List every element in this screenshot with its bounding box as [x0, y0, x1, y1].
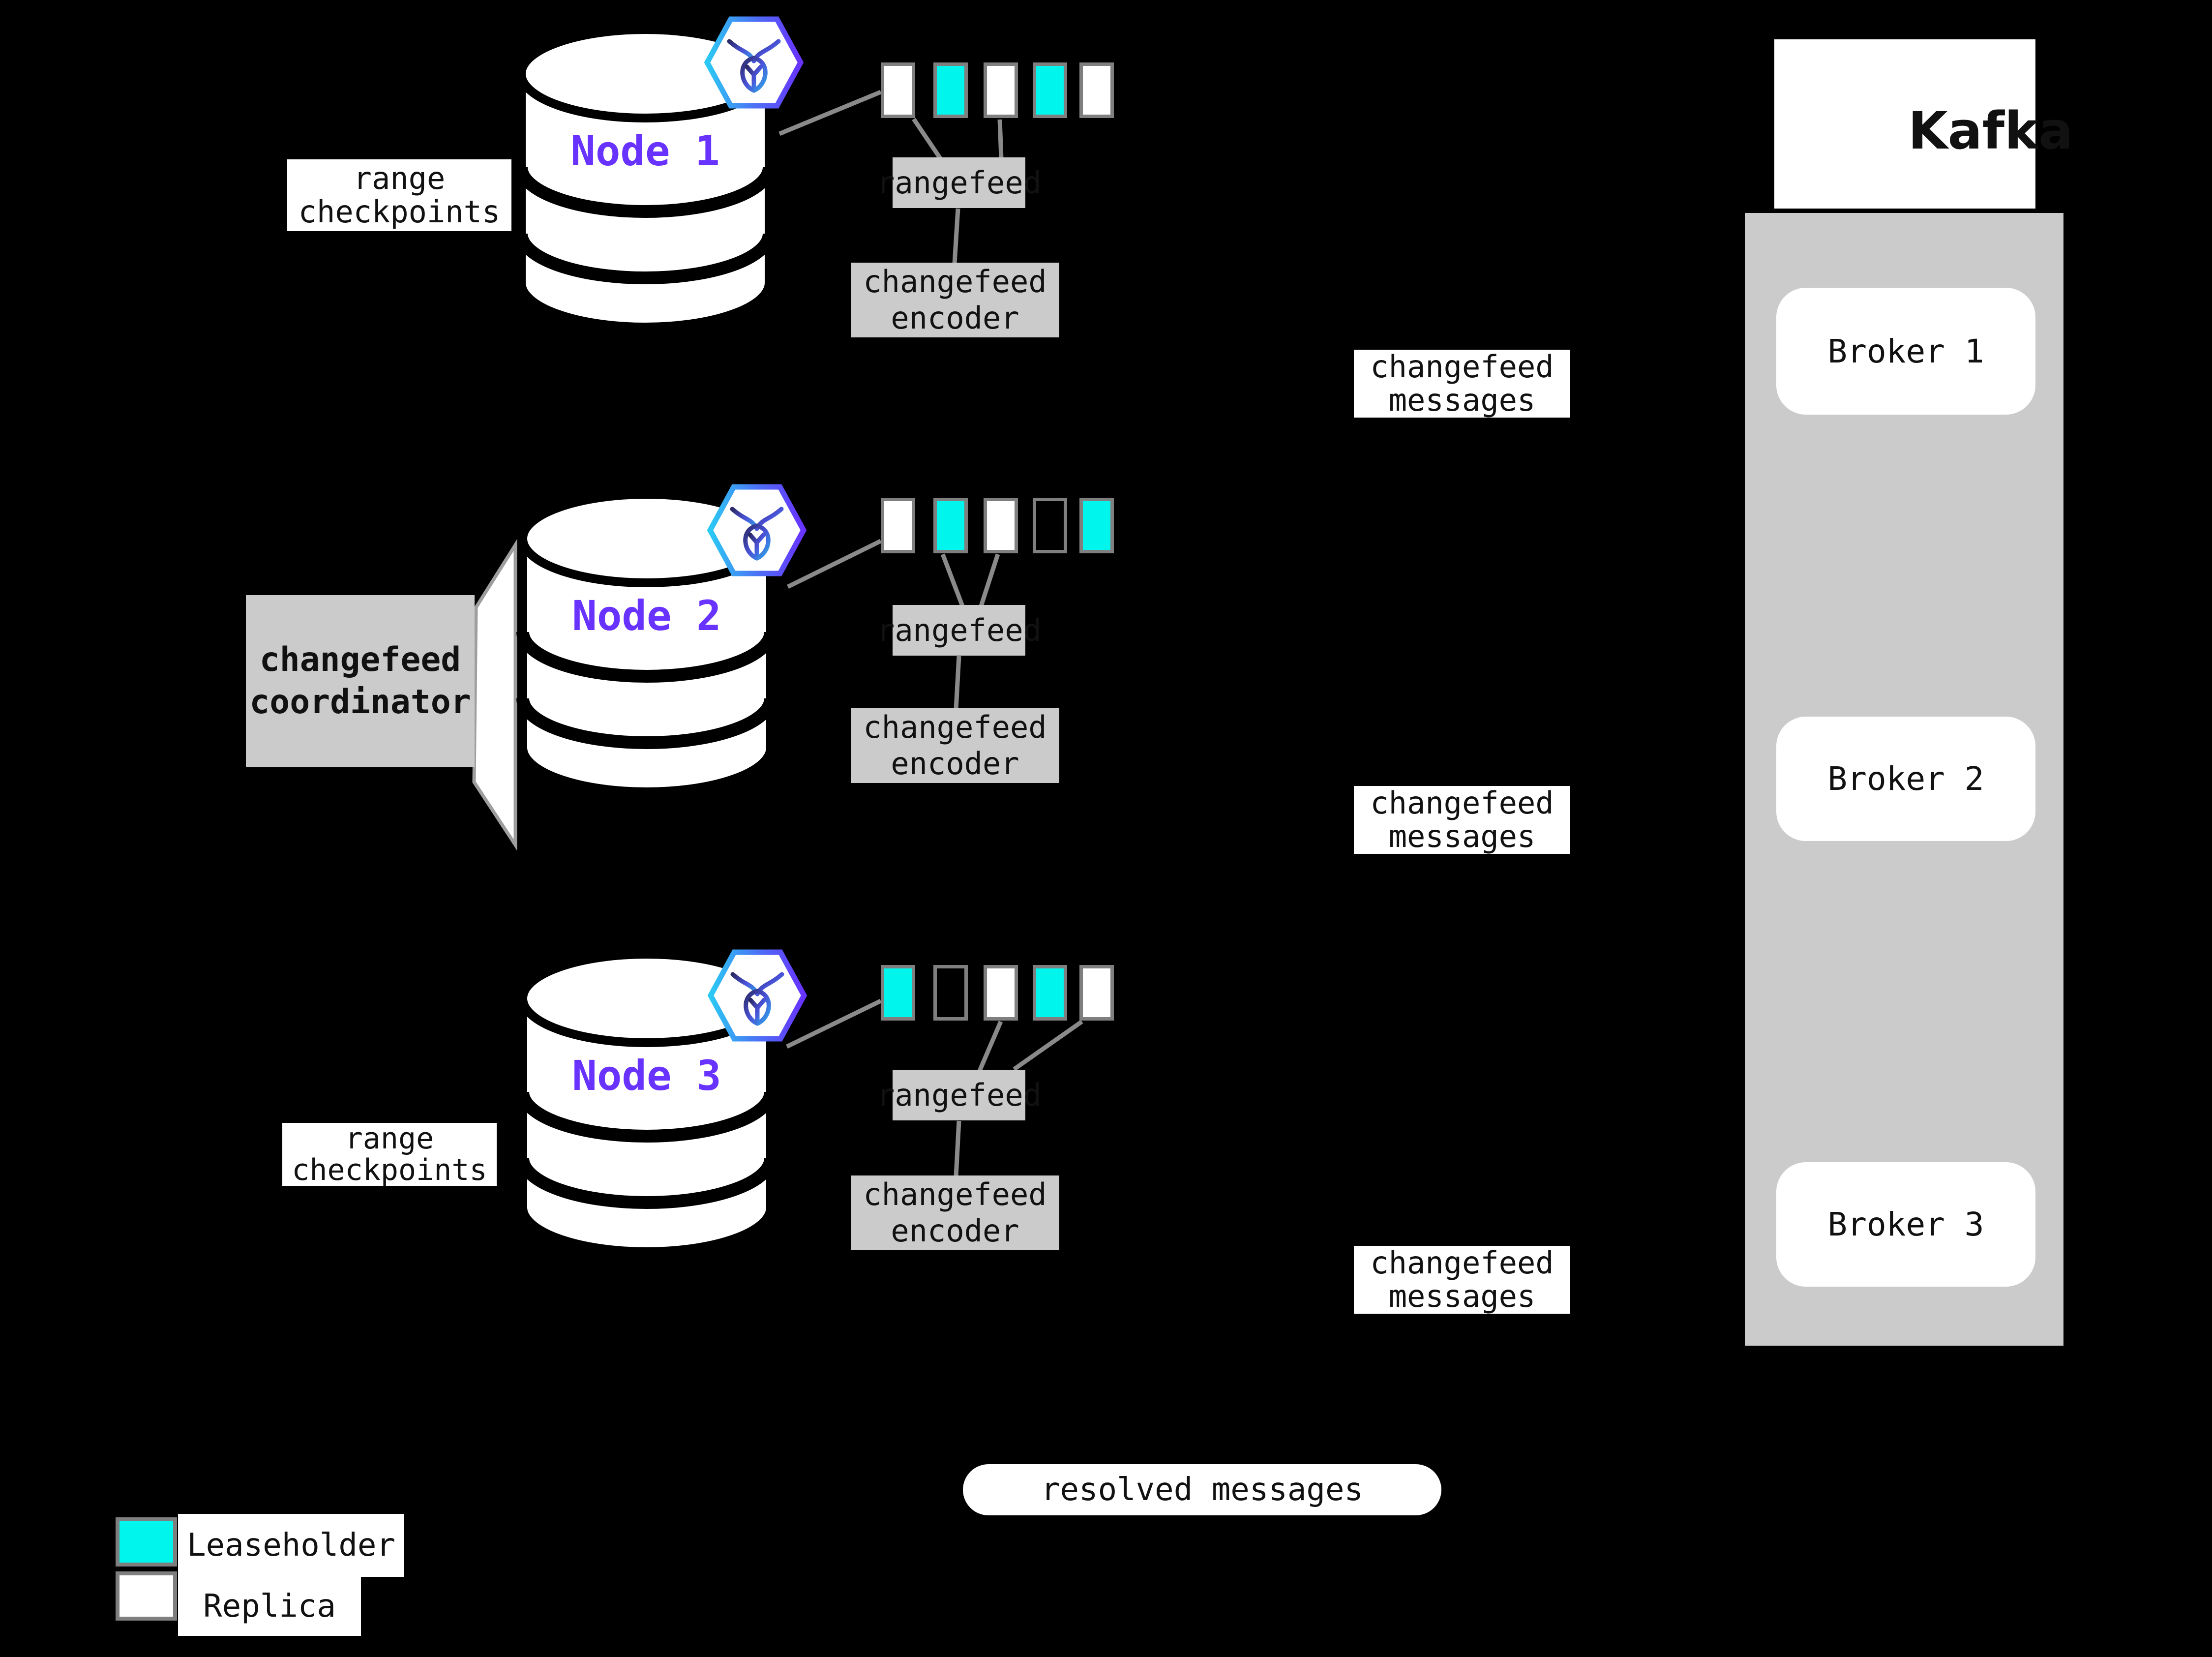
range-rect — [1033, 498, 1067, 553]
node3-label: Node 3 — [572, 1052, 721, 1100]
range-rect — [1079, 965, 1114, 1021]
node1-messages-box: changefeed messages — [1354, 350, 1570, 418]
broker-3-box: Broker 3 — [1776, 1162, 2035, 1287]
node1-rangefeed-label: rangefeed — [876, 164, 1042, 201]
node3-rangefeed-box: rangefeed — [876, 1070, 1042, 1120]
changefeed-coordinator-label: changefeed coordinator — [249, 640, 471, 722]
node1-rangefeed-box: rangefeed — [876, 157, 1042, 208]
legend-replica-box: Replica — [178, 1577, 361, 1636]
cockroachdb-badge-node2 — [707, 484, 807, 576]
node2-encoder-box: changefeed encoder — [851, 708, 1059, 783]
arrowhead-into-coordinator — [227, 682, 248, 697]
broker-2-box: Broker 2 — [1776, 717, 2035, 841]
range-checkpoints-top-box: range checkpoints — [287, 159, 511, 231]
range-rect — [1033, 965, 1067, 1021]
node2-messages-label: changefeed messages — [1370, 785, 1554, 854]
node2-encoder-label: changefeed encoder — [863, 709, 1047, 782]
cockroachdb-badge-node1 — [704, 16, 804, 109]
legend-leaseholder-swatch — [116, 1517, 177, 1567]
range-rect — [1033, 62, 1067, 118]
node3-rangefeed-label: rangefeed — [876, 1077, 1042, 1113]
node2-label: Node 2 — [572, 592, 721, 640]
broker-1-box: Broker 1 — [1776, 288, 2035, 415]
range-rect — [881, 965, 915, 1021]
range-checkpoints-top-label: range checkpoints — [298, 160, 501, 230]
kafka-header-box — [1774, 39, 2035, 209]
range-rect — [984, 965, 1018, 1021]
range-rect — [933, 498, 968, 553]
broker-2-label: Broker 2 — [1827, 760, 1984, 798]
node1-encoder-label: changefeed encoder — [863, 264, 1047, 336]
connector-lines-node1 — [778, 90, 1004, 264]
node3-encoder-box: changefeed encoder — [851, 1175, 1059, 1250]
node1-label: Node 1 — [570, 127, 720, 175]
node3-cylinder-icon — [516, 950, 777, 1256]
node2-messages-box: changefeed messages — [1354, 786, 1570, 854]
range-rect — [1079, 498, 1114, 553]
node1-messages-label: changefeed messages — [1370, 349, 1554, 418]
node3-messages-label: changefeed messages — [1370, 1245, 1554, 1314]
node2-rangefeed-label: rangefeed — [876, 612, 1042, 648]
range-rect — [881, 498, 915, 553]
resolved-messages-label: resolved messages — [1041, 1472, 1364, 1508]
range-rect — [881, 62, 915, 118]
kafka-title: Kafka — [1908, 101, 2073, 161]
node2-rangefeed-box: rangefeed — [876, 605, 1042, 656]
range-checkpoints-bottom-box: range checkpoints — [282, 1123, 497, 1186]
node1-encoder-box: changefeed encoder — [851, 263, 1059, 337]
resolved-messages-pill: resolved messages — [963, 1464, 1441, 1515]
range-rect — [984, 62, 1018, 118]
broker-3-label: Broker 3 — [1827, 1205, 1984, 1243]
cockroachdb-badge-node3 — [707, 949, 807, 1042]
changefeed-coordinator-box: changefeed coordinator — [246, 595, 475, 767]
legend-replica-swatch — [116, 1571, 177, 1621]
legend-leaseholder-label: Leaseholder — [187, 1527, 395, 1564]
range-rect — [1079, 62, 1114, 118]
range-checkpoints-bottom-label: range checkpoints — [292, 1121, 487, 1187]
legend-replica-label: Replica — [203, 1588, 336, 1625]
node2-cylinder-icon — [516, 490, 777, 796]
legend-leaseholder-box: Leaseholder — [178, 1514, 404, 1577]
connector-lines-node2 — [787, 539, 1000, 710]
node3-encoder-label: changefeed encoder — [863, 1176, 1047, 1249]
coordinator-bracket — [472, 539, 517, 851]
node1-cylinder-icon — [515, 25, 776, 331]
node3-messages-box: changefeed messages — [1354, 1246, 1570, 1314]
range-rect — [933, 62, 968, 118]
range-rect — [933, 965, 968, 1021]
range-rect — [984, 498, 1018, 553]
broker-1-label: Broker 1 — [1827, 332, 1984, 370]
connector-lines-node3 — [786, 998, 1083, 1177]
